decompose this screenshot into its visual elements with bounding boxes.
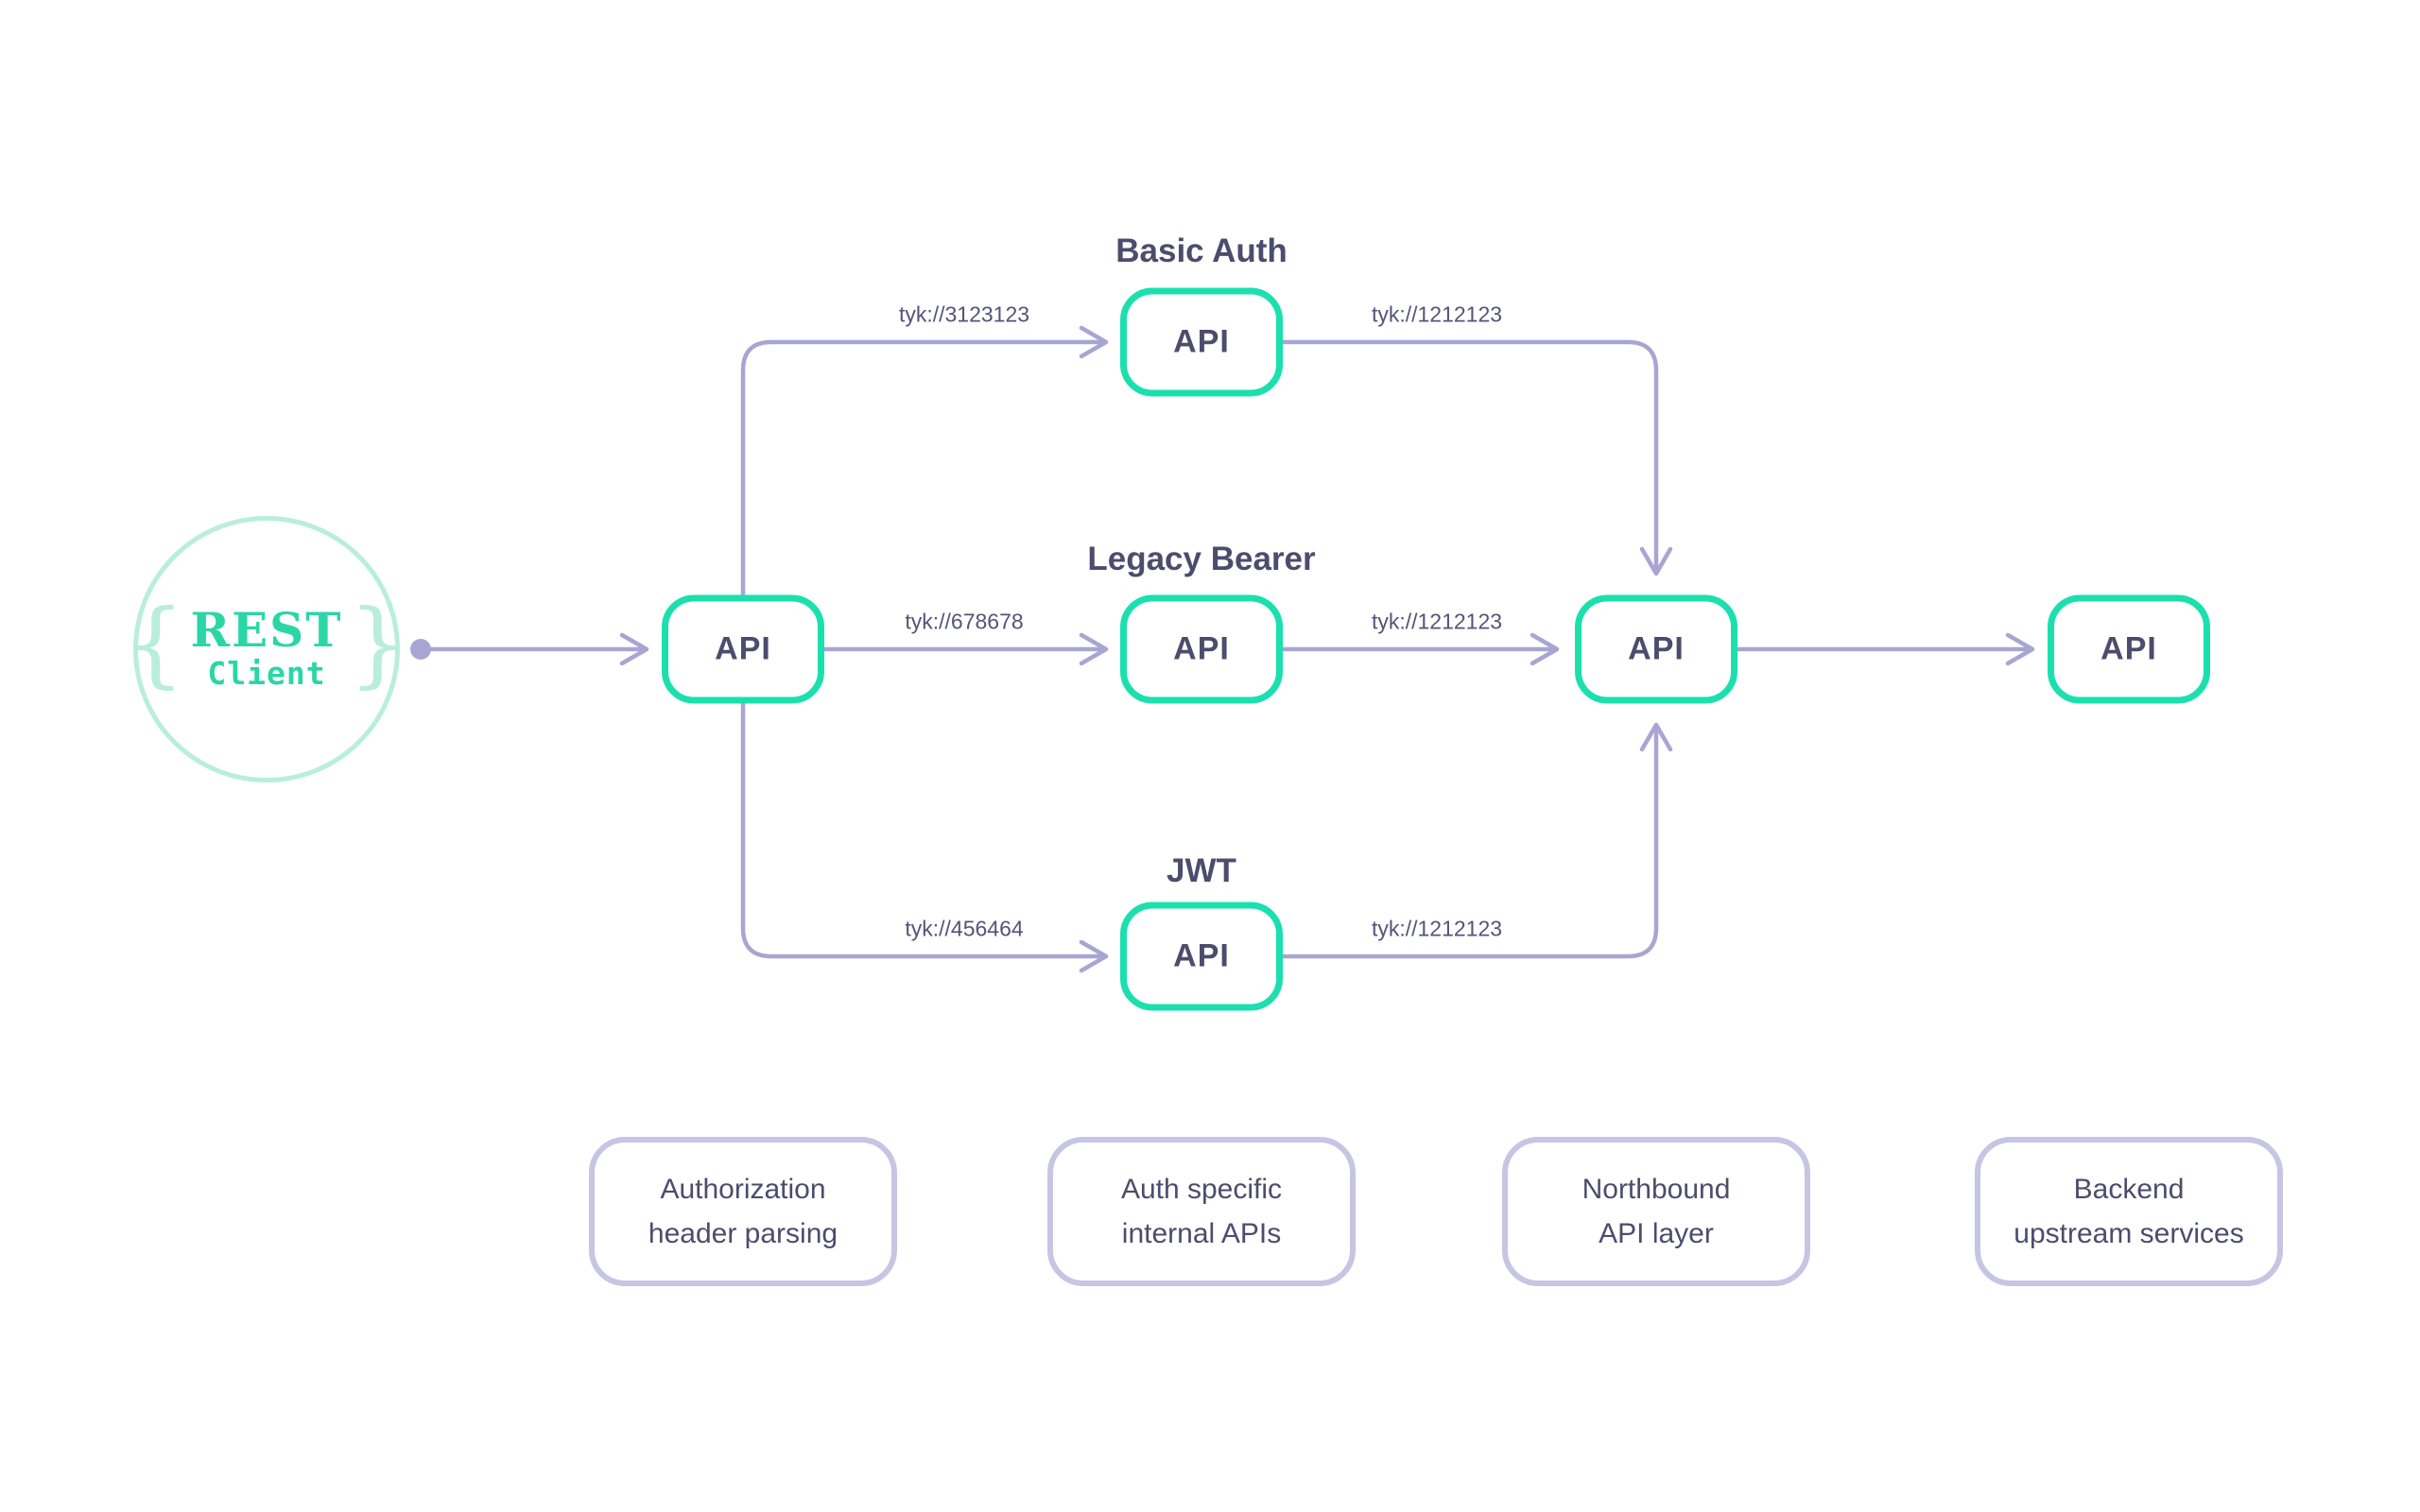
legend-line: header parsing xyxy=(648,1218,838,1249)
legend-line: upstream services xyxy=(2014,1218,2244,1249)
jwt-api-node: API xyxy=(1120,902,1283,1011)
logo-brace-right: } xyxy=(348,591,407,698)
gateway-entry-api-label: API xyxy=(715,630,771,667)
legend-line: internal APIs xyxy=(1121,1218,1282,1249)
basic-auth-api-node: API xyxy=(1120,287,1283,397)
legend-line: Backend xyxy=(2073,1174,2185,1205)
logo-brace-left: { xyxy=(126,591,185,698)
connector-gateway-to-jwt xyxy=(740,703,1109,973)
legend-box-authorization-header-parsing: Authorization header parsing xyxy=(589,1137,897,1286)
legend-line: Auth specific xyxy=(1120,1174,1283,1205)
legend-line: API layer xyxy=(1599,1218,1714,1249)
legacy-bearer-api-label: API xyxy=(1173,630,1230,667)
wire-label-basic-auth-outbound: tyk://1212123 xyxy=(1371,301,1503,327)
backend-api-node: API xyxy=(2048,594,2210,704)
legend-box-backend-upstream-services: Backend upstream services xyxy=(1975,1137,2283,1286)
legacy-bearer-api-node: API xyxy=(1120,594,1283,704)
legend-line: Authorization xyxy=(660,1174,826,1205)
wire-label-basic-auth-inbound: tyk://3123123 xyxy=(898,301,1030,327)
wire-label-jwt-outbound: tyk://1212123 xyxy=(1371,916,1503,941)
gateway-entry-api-node: API xyxy=(662,594,824,704)
backend-api-label: API xyxy=(2100,630,2157,667)
basic-auth-api-label: API xyxy=(1173,323,1230,360)
logo-subtitle: Client xyxy=(207,655,326,693)
legend-box-auth-specific-internal-apis: Auth specific internal APIs xyxy=(1047,1137,1356,1286)
connector-basic-auth-to-northbound xyxy=(1283,339,1673,576)
jwt-title: JWT xyxy=(1167,852,1236,889)
basic-auth-title: Basic Auth xyxy=(1115,232,1288,269)
wire-label-jwt-inbound: tyk://456464 xyxy=(905,916,1024,941)
northbound-api-label: API xyxy=(1628,630,1685,667)
legend-box-northbound-api-layer: Northbound API layer xyxy=(1502,1137,1810,1286)
legend-line: Northbound xyxy=(1582,1174,1731,1205)
rest-client-logo: { REST Client } xyxy=(126,516,407,782)
wire-label-legacy-bearer-outbound: tyk://1212123 xyxy=(1371,609,1503,634)
jwt-api-label: API xyxy=(1173,937,1230,974)
wire-label-legacy-bearer-inbound: tyk://678678 xyxy=(905,609,1024,634)
northbound-api-node: API xyxy=(1575,594,1737,704)
connector-jwt-to-northbound xyxy=(1283,722,1673,959)
logo-title: REST xyxy=(190,601,343,658)
connector-gateway-to-basic-auth xyxy=(740,325,1109,595)
legacy-bearer-title: Legacy Bearer xyxy=(1087,541,1316,577)
logo-text: REST Client xyxy=(190,601,343,693)
